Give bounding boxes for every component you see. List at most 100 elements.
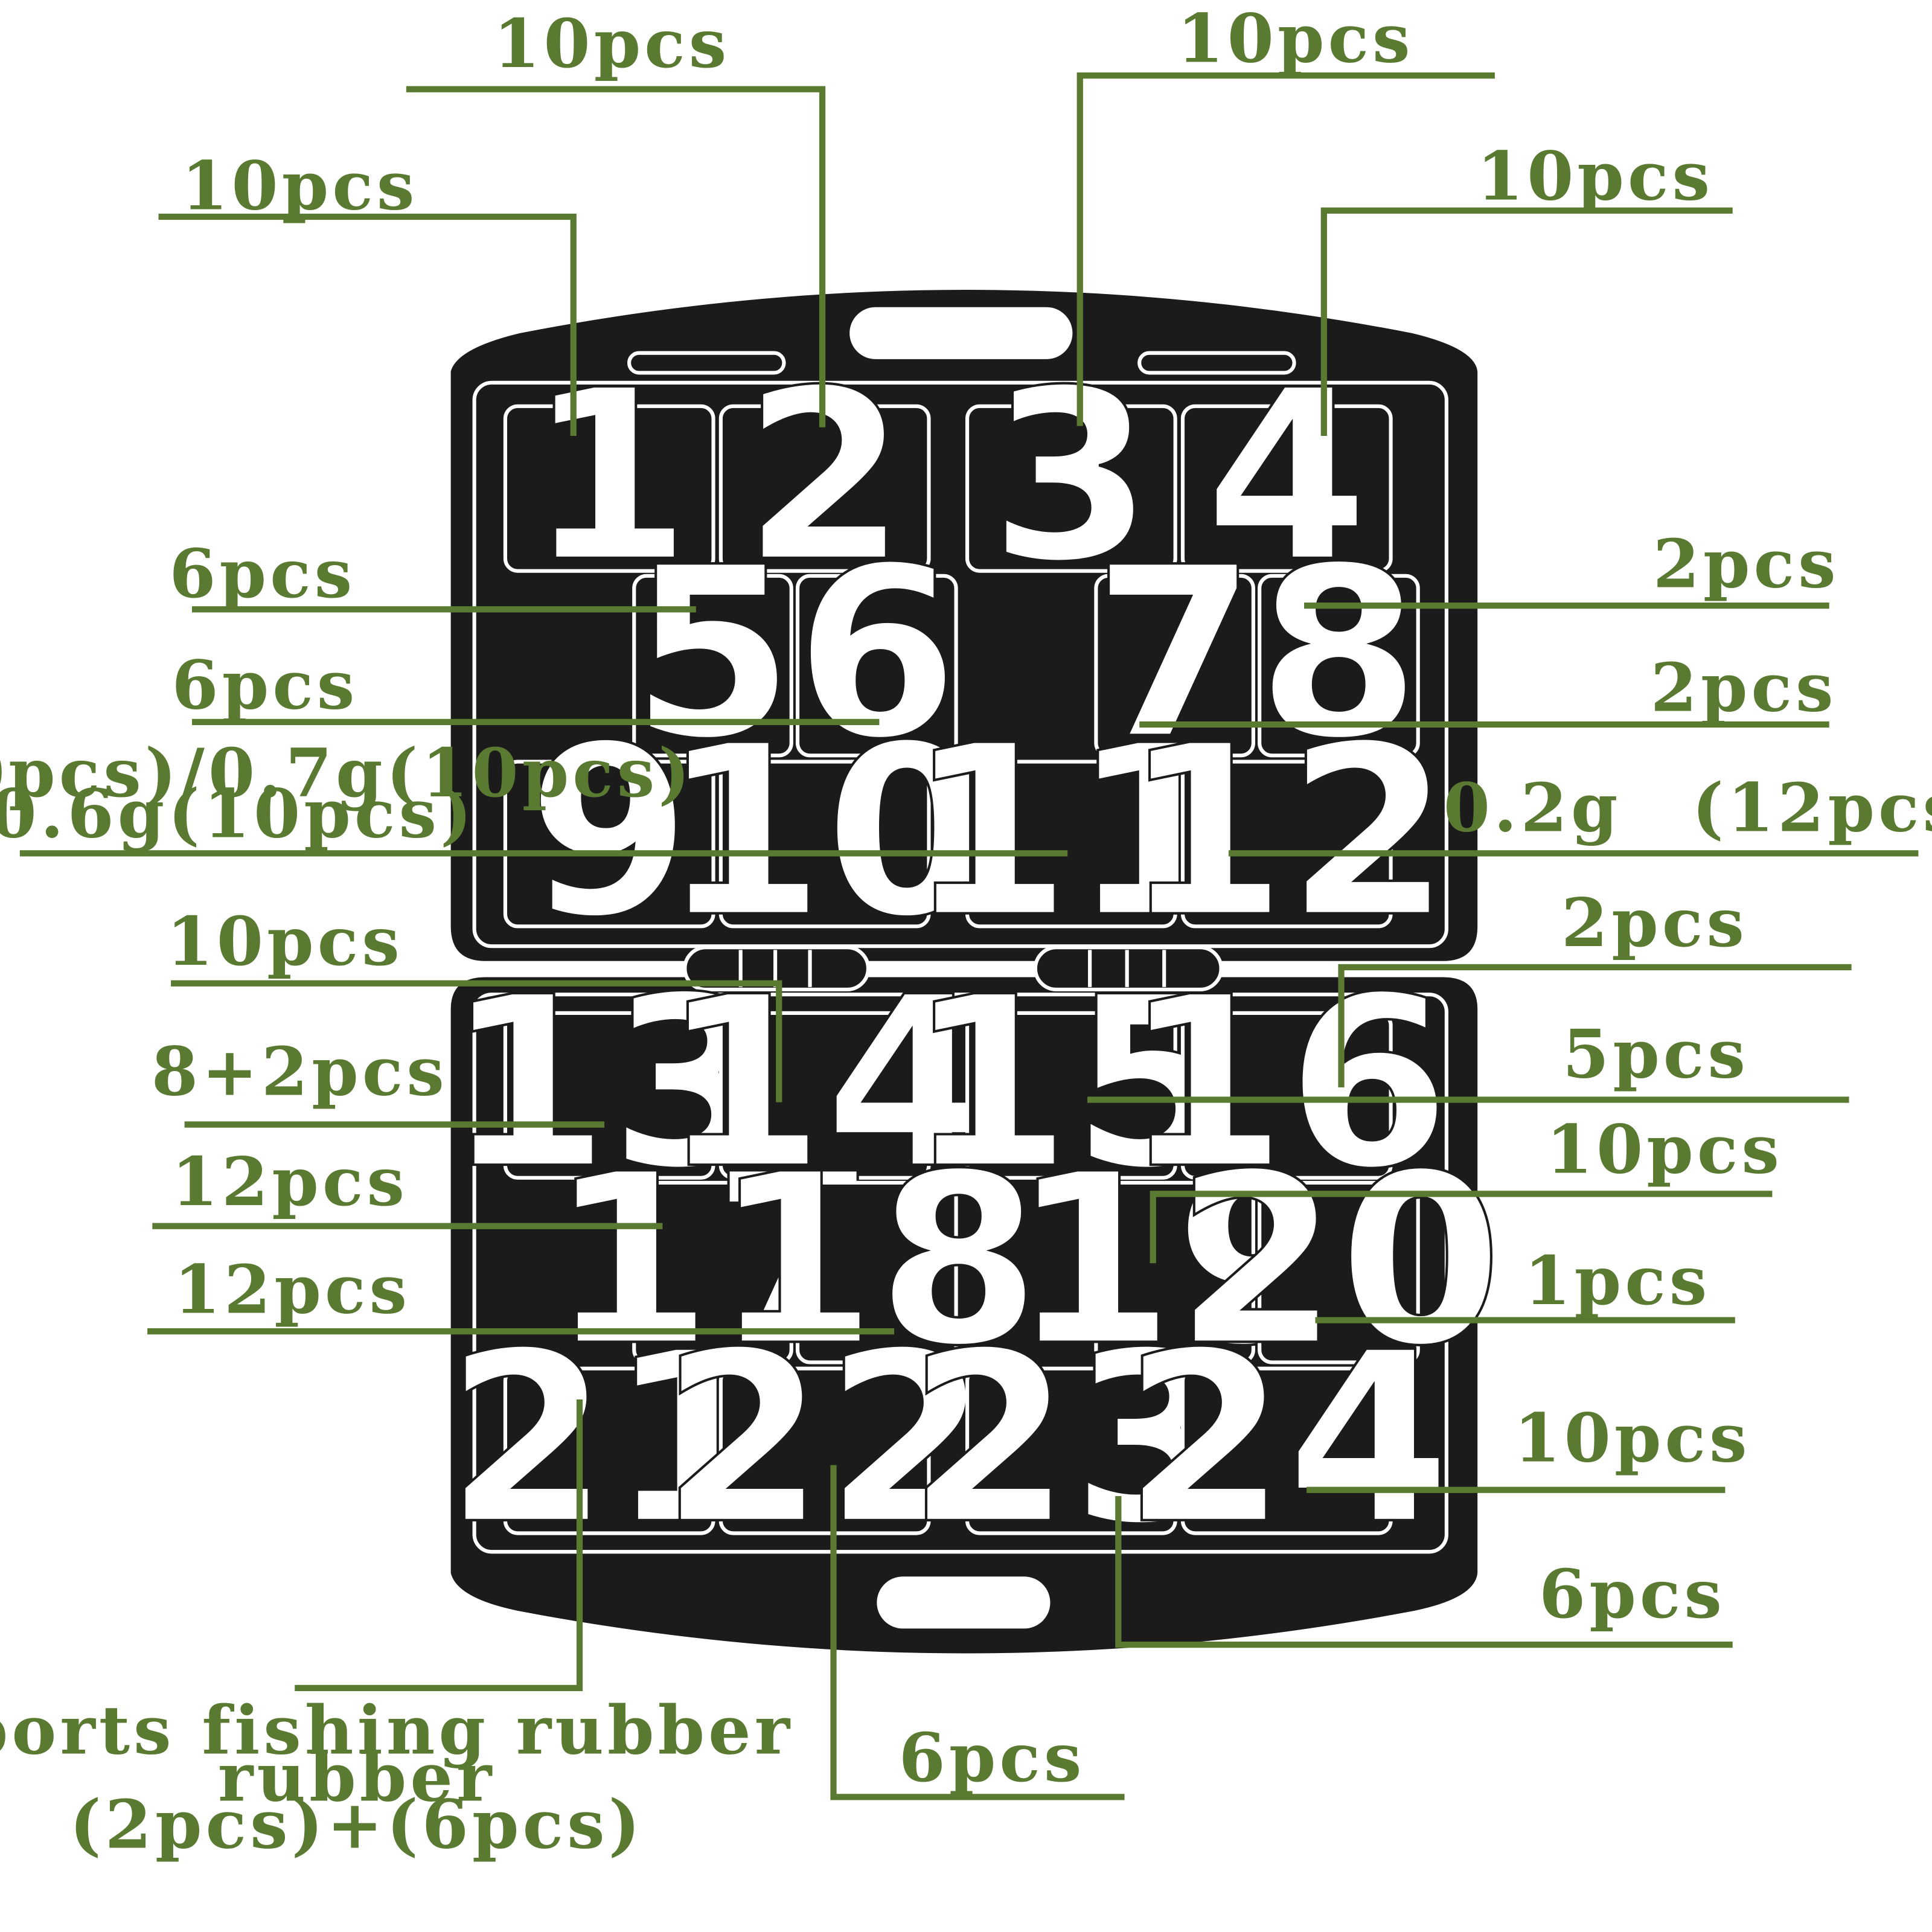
compartment-frame [503, 1011, 715, 1180]
callout-label: 12pcs [171, 1143, 408, 1221]
compartment-4: 4 [1180, 338, 1393, 615]
leader-line-1 [158, 213, 577, 437]
compartment-number: 3 [990, 339, 1153, 613]
bottom-handle-slot [877, 1576, 1051, 1629]
upper-tray-outline [472, 380, 1448, 948]
callout-label: sports fishing rubber [0, 1692, 793, 1770]
callout-label: 8+2pcs [152, 1032, 448, 1111]
callout-label: 1g(10pcs)/0.7g(10pcs) [0, 734, 694, 813]
compartment-frame [965, 760, 1177, 929]
leader-line-11 [171, 980, 782, 1102]
lower-tray-outline [472, 993, 1448, 1554]
compartment-10: 10 [660, 694, 990, 970]
compartment-frame [718, 1011, 931, 1180]
compartment-5: 5 [630, 515, 796, 792]
callout-label: 5pcs [1563, 1016, 1749, 1094]
compartment-frame [1258, 574, 1420, 758]
leader-line-4 [1320, 207, 1733, 437]
compartment-frame [718, 1366, 931, 1535]
callout-label: 12pcs [174, 1250, 411, 1329]
compartment-frame [632, 1180, 793, 1364]
compartment-23: 23 [906, 1300, 1236, 1577]
left-hinge [683, 945, 871, 992]
compartment-number: 18 [713, 1123, 1040, 1397]
compartment-frame [503, 1366, 715, 1535]
compartment-number: 5 [631, 516, 795, 790]
leader-line-22 [830, 1465, 1125, 1800]
callout-label: 2pcs [1651, 648, 1837, 727]
right-hinge [1033, 945, 1223, 992]
callout-label: 10pcs [1546, 1111, 1783, 1189]
compartment-frame [965, 1366, 1177, 1535]
compartment-frame [632, 574, 793, 758]
compartment-number: 12 [1123, 695, 1450, 969]
compartment-frame [965, 1011, 1177, 1180]
callout-label: 6pcs [172, 646, 359, 724]
compartment-number: 1 [528, 339, 691, 613]
callout-label: (2pcs)+(6pcs) [69, 1786, 644, 1864]
top-right-slot [1137, 351, 1296, 375]
callout-label: 6pcs [1539, 1555, 1726, 1634]
compartment-21: 21 [444, 1300, 774, 1577]
compartment-frame [503, 760, 715, 929]
callout-label: 6pcs [899, 1719, 1086, 1797]
callout-label: 0.6g(10pcs) [0, 775, 476, 854]
callout-label: 1pcs [1524, 1242, 1711, 1320]
compartment-14: 14 [660, 945, 990, 1221]
callout-label: 10pcs [493, 5, 730, 83]
compartment-frame [1180, 760, 1393, 929]
compartment-frame [1094, 1180, 1255, 1364]
compartment-3: 3 [965, 338, 1177, 615]
callout-label: 2pcs [1561, 884, 1748, 962]
compartment-20: 20 [1174, 1122, 1503, 1398]
compartment-number: 9 [528, 695, 691, 969]
compartment-number: 7 [1093, 516, 1256, 790]
callout-label: rubber [218, 1739, 495, 1817]
compartment-frame [1180, 404, 1393, 573]
compartment-number: 22 [661, 1302, 988, 1576]
callout-label: 10pcs [1477, 137, 1713, 216]
compartment-number: 21 [446, 1302, 773, 1576]
compartment-frame [795, 574, 958, 758]
compartment-8: 8 [1256, 515, 1422, 792]
compartment-number: 10 [661, 695, 988, 969]
compartment-13: 13 [444, 945, 774, 1221]
compartment-number: 16 [1123, 946, 1450, 1220]
callout-labels: 10pcs 10pcs 10pcs 10pcs 6pcs 6pcs 2pcs 2pcs 1g(1… [0, 0, 1932, 1864]
compartment-frame [1094, 574, 1255, 758]
callout-label: 10pcs [167, 903, 403, 981]
compartment-6: 6 [794, 515, 960, 792]
compartment-18: 18 [712, 1122, 1041, 1398]
leader-line-13 [1338, 964, 1852, 1088]
compartment-number: 11 [907, 695, 1235, 969]
compartment-number: 24 [1123, 1302, 1450, 1576]
callout-label: 10pcs [181, 147, 418, 226]
callout-label: 6pcs [169, 535, 356, 613]
compartment-frame [503, 404, 715, 573]
top-handle-slot [849, 307, 1073, 359]
callout-label: 0.2g (12pcs) [1444, 769, 1932, 847]
top-left-slot [627, 351, 786, 375]
compartment-24: 24 [1122, 1300, 1451, 1577]
callout-label: 2pcs [1653, 525, 1840, 603]
callout-label: 10pcs [1177, 0, 1414, 78]
compartment-16: 16 [1122, 945, 1451, 1221]
compartment-1: 1 [503, 338, 715, 615]
callout-label: 10pcs [1514, 1399, 1751, 1478]
compartment-11: 11 [906, 694, 1236, 970]
compartment-number: 13 [446, 946, 773, 1220]
compartment-number: 14 [661, 946, 988, 1220]
leader-line-2 [406, 86, 826, 427]
compartment-number: 4 [1205, 339, 1369, 613]
compartment-number: 23 [907, 1302, 1235, 1576]
compartment-number: 8 [1257, 516, 1421, 790]
compartment-22: 22 [660, 1300, 990, 1577]
compartment-frame [718, 760, 931, 929]
compartment-frame [795, 1180, 958, 1364]
leader-lines [19, 72, 1919, 1800]
leader-line-21 [295, 1399, 583, 1692]
compartment-7: 7 [1092, 515, 1258, 792]
